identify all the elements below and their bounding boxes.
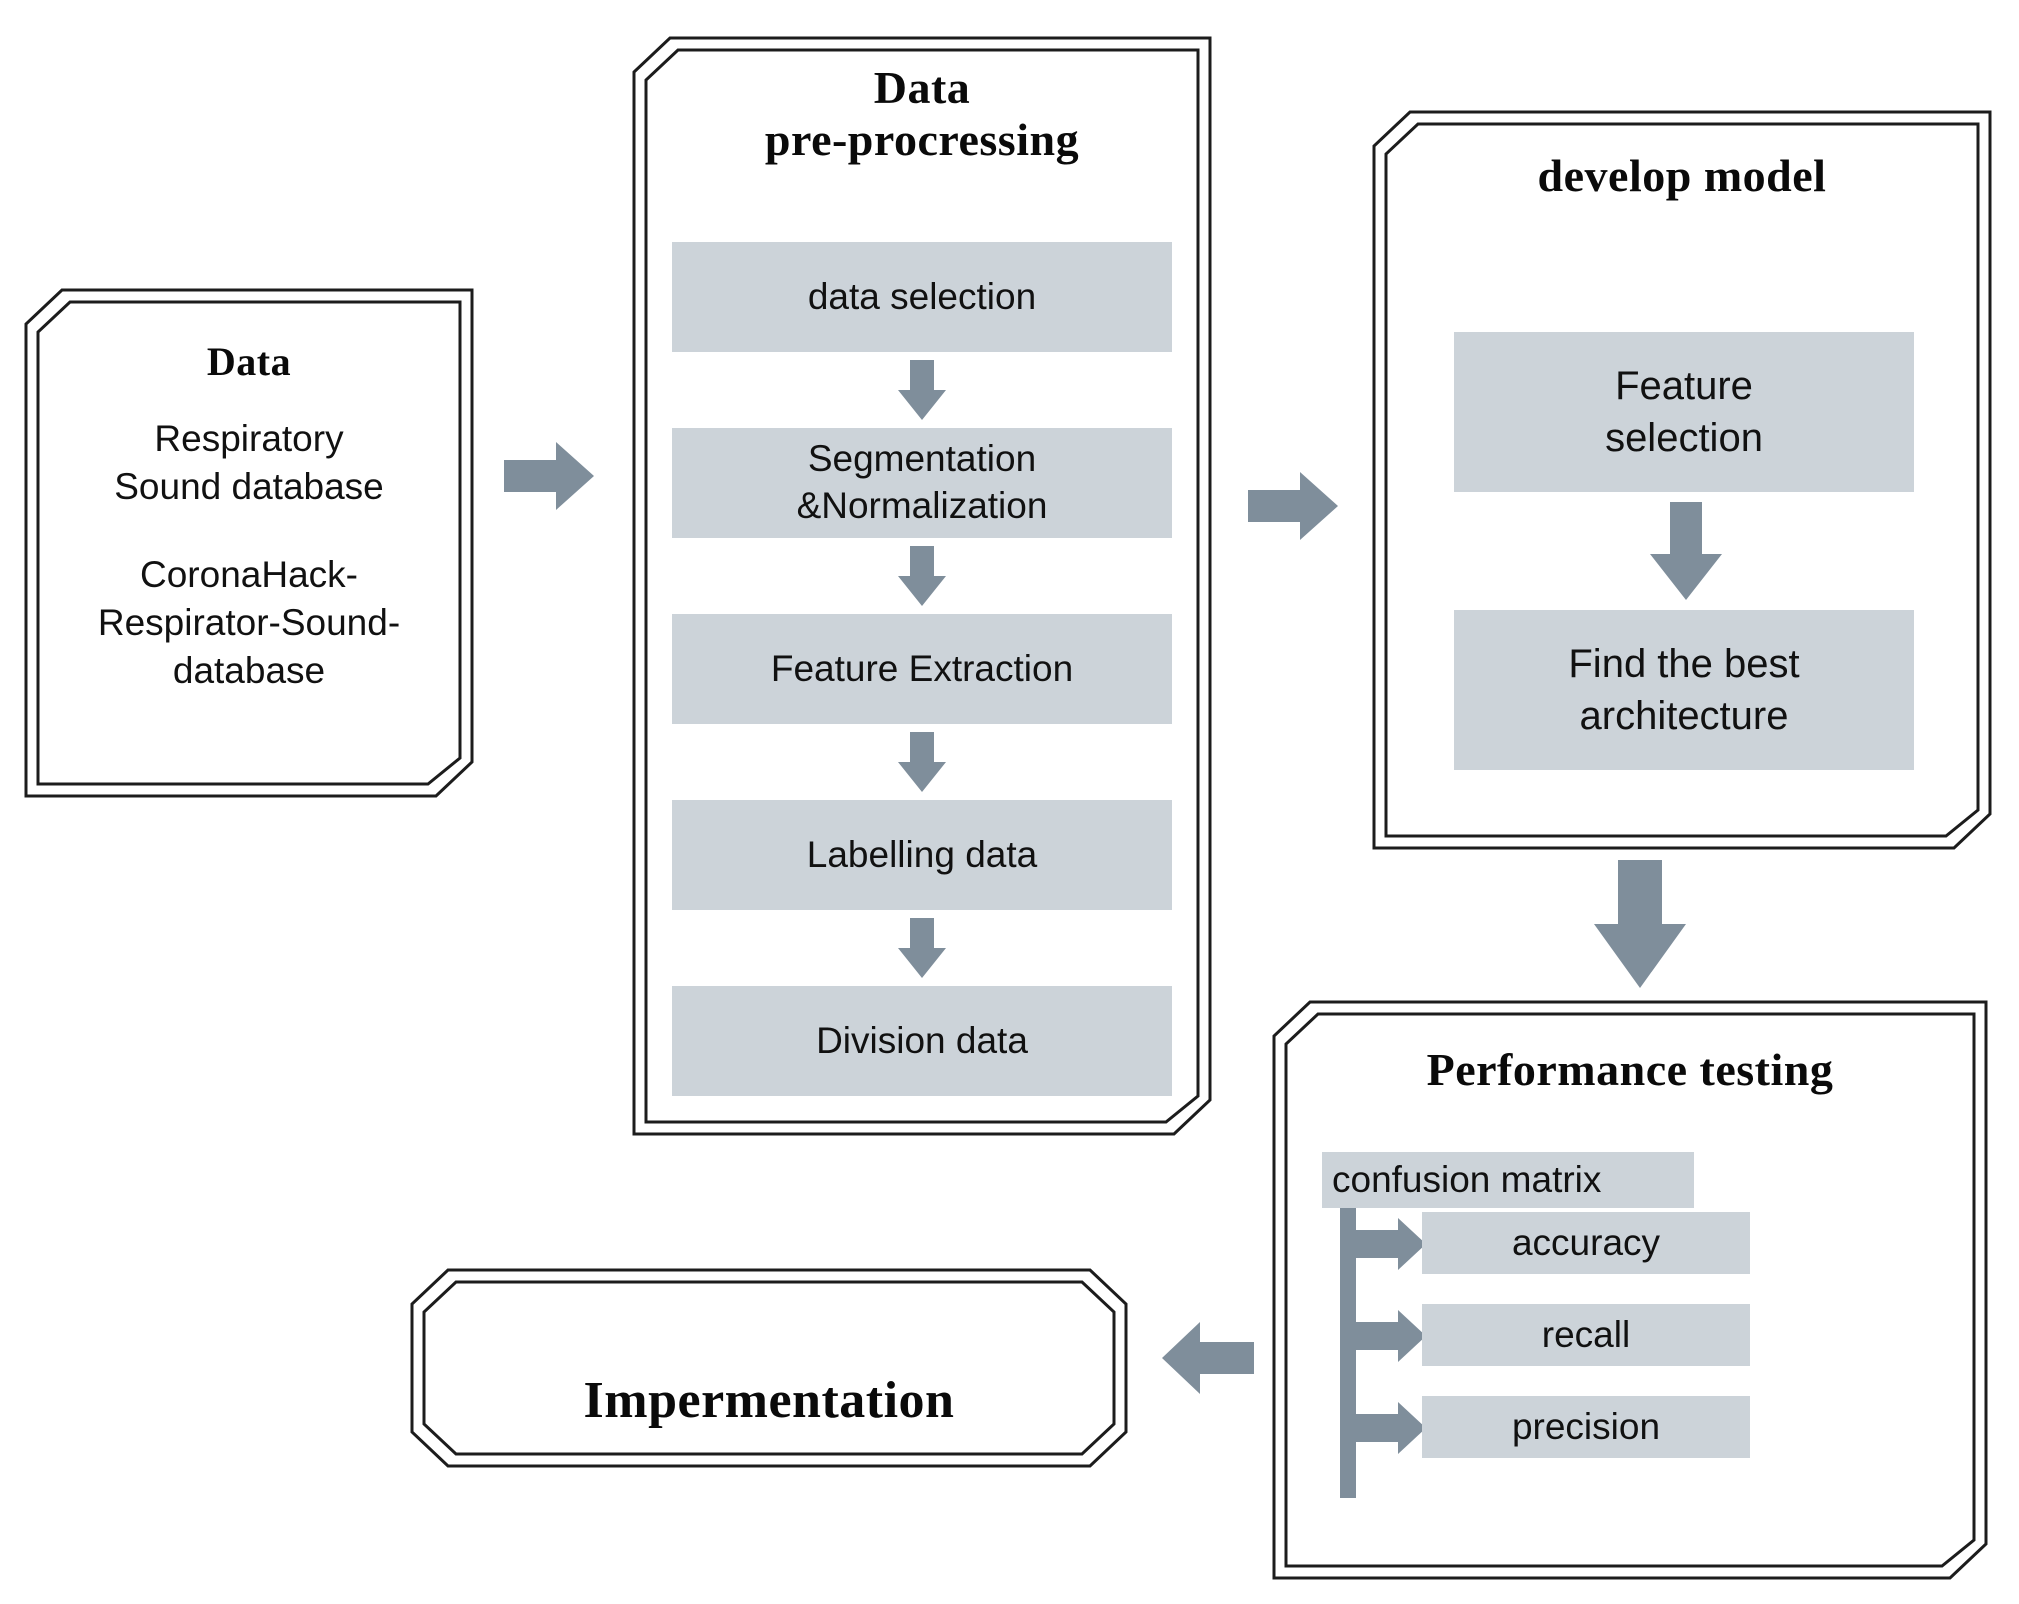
data-box-inner-border (36, 300, 462, 786)
arrow-confusion-matrix-to-precision (1356, 1400, 1428, 1456)
develop-model-heading: develop model (1537, 150, 1827, 201)
step-recall[interactable]: recall (1422, 1304, 1750, 1366)
step-segmentation-normalization-label: Segmentation &Normalization (796, 438, 1048, 526)
implementation-box: Impermentation (410, 1268, 1128, 1468)
step-division-data-label: Division data (816, 1020, 1028, 1062)
develop-model-box: develop model Feature selection Find the… (1372, 110, 1992, 850)
step-accuracy[interactable]: accuracy (1422, 1212, 1750, 1274)
preprocessing-box: Data pre-procressing data selection Segm… (632, 36, 1212, 1136)
arrow-segmentation-to-feature-extraction (896, 546, 948, 608)
step-labelling-data[interactable]: Labelling data (672, 800, 1172, 910)
arrow-preprocessing-to-develop-model (1248, 470, 1340, 542)
performance-testing-box: Performance testing confusion matrix acc… (1272, 1000, 1988, 1580)
arrow-labelling-to-division (896, 918, 948, 980)
arrow-performance-to-implementation (1160, 1320, 1256, 1396)
step-data-selection-label: data selection (807, 276, 1037, 318)
step-confusion-matrix-label: confusion matrix (1332, 1159, 1602, 1201)
step-find-best-architecture[interactable]: Find the best architecture (1454, 610, 1914, 770)
arrow-confusion-matrix-to-accuracy (1356, 1216, 1428, 1272)
arrow-data-selection-to-segmentation (896, 360, 948, 422)
implementation-box-inner-border (422, 1280, 1116, 1456)
preprocessing-heading-line-2: pre-procressing (764, 113, 1080, 165)
data-box-line-4: Respirator-Sound- (97, 602, 401, 644)
step-accuracy-label: accuracy (1511, 1222, 1661, 1264)
implementation-heading: Impermentation (583, 1371, 955, 1429)
step-precision[interactable]: precision (1422, 1396, 1750, 1458)
arrow-confusion-matrix-to-recall (1356, 1308, 1428, 1364)
data-box-line-2: Sound database (114, 465, 384, 507)
step-feature-extraction[interactable]: Feature Extraction (672, 614, 1172, 724)
step-labelling-data-label: Labelling data (806, 834, 1038, 876)
step-feature-extraction-label: Feature Extraction (770, 648, 1074, 690)
step-feature-selection-label: Feature selection (1605, 364, 1763, 460)
data-box-line-1: Respiratory (154, 417, 344, 459)
step-precision-label: precision (1511, 1406, 1661, 1448)
data-box-heading: Data (206, 339, 292, 384)
step-division-data[interactable]: Division data (672, 986, 1172, 1096)
arrow-feature-extraction-to-labelling (896, 732, 948, 794)
data-box-line-3: CoronaHack- (140, 553, 358, 595)
step-confusion-matrix[interactable]: confusion matrix (1322, 1152, 1694, 1208)
step-find-best-architecture-label: Find the best architecture (1568, 642, 1800, 738)
step-segmentation-normalization[interactable]: Segmentation &Normalization (672, 428, 1172, 538)
step-feature-selection[interactable]: Feature selection (1454, 332, 1914, 492)
data-box-line-5: database (172, 650, 326, 692)
arrow-data-to-preprocessing (504, 440, 596, 512)
confusion-matrix-trunk (1340, 1208, 1356, 1498)
step-data-selection[interactable]: data selection (672, 242, 1172, 352)
performance-heading: Performance testing (1426, 1044, 1834, 1095)
step-recall-label: recall (1541, 1314, 1631, 1356)
preprocessing-heading-line-1: Data (873, 62, 971, 113)
data-box: Data Respiratory Sound database CoronaHa… (24, 288, 474, 798)
arrow-develop-model-to-performance (1592, 860, 1688, 990)
arrow-feature-selection-to-find-architecture (1648, 502, 1724, 602)
